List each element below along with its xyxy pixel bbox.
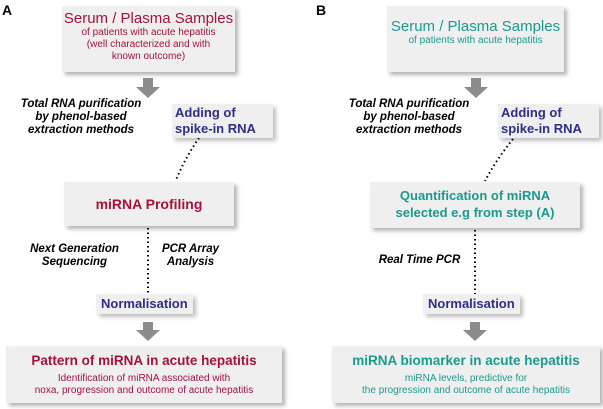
panel-b-result-sub2: the progression and outcome of acute hep… — [362, 385, 570, 396]
arrow-a-samples — [136, 78, 160, 98]
panel-a-normalisation-box: Normalisation — [96, 294, 193, 314]
panel-b-extraction-line3: extraction methods — [355, 124, 463, 136]
panel-b-result-sub1: miRNA levels, predictive for — [404, 373, 528, 384]
panel-a-samples-sub1: of patients with acute hepatitis — [81, 27, 216, 38]
panel-b-result-box: miRNA biomarker in acute hepatitis miRNA… — [332, 346, 600, 403]
panel-b-spike-line1: Adding of — [501, 105, 562, 120]
dotted-line-b-spike — [484, 138, 514, 182]
panel-b-extraction-text: Total RNA purification by phenol-based e… — [330, 98, 488, 137]
panel-a-spike-line1: Adding of — [175, 105, 236, 120]
panel-a-pcr-line1: PCR Array — [161, 243, 220, 255]
panel-a-label: A — [2, 2, 13, 18]
panel-b-normalisation-box: Normalisation — [423, 294, 520, 314]
panel-a-ngs-line1: Next Generation — [30, 243, 119, 255]
panel-b-quant-line1: Quantification of miRNA — [399, 188, 551, 203]
panel-b-label: B — [316, 2, 327, 18]
panel-a-extraction-line1: Total RNA purification — [20, 98, 142, 110]
panel-b-samples-title: Serum / Plasma Samples — [390, 18, 561, 35]
panel-a-extraction-line2: by phenol-based — [35, 111, 127, 123]
panel-b-result-title: miRNA biomarker in acute hepatitis — [352, 353, 580, 368]
panel-a-ngs-line2: Sequencing — [41, 256, 108, 268]
panel-b-extraction-line1: Total RNA purification — [348, 98, 470, 110]
panel-a-pcr-line2: Analysis — [166, 256, 215, 268]
panel-a-spike-box: Adding of spike-in RNA — [172, 104, 273, 138]
panel-b-spike-line2: spike-in RNA — [501, 121, 582, 136]
panel-a-pcr-text: PCR Array Analysis — [153, 243, 228, 269]
panel-a-samples-box: Serum / Plasma Samples of patients with … — [62, 6, 235, 72]
panel-a-spike-line2: spike-in RNA — [175, 121, 256, 136]
panel-a-profiling-box: miRNA Profiling — [64, 182, 234, 226]
panel-a-result-box: Pattern of miRNA in acute hepatitis Iden… — [6, 346, 282, 403]
panel-b-samples-box: Serum / Plasma Samples of patients with … — [387, 6, 564, 72]
panel-b-samples-sub1: of patients with acute hepatitis — [408, 35, 543, 46]
panel-a-ngs-text: Next Generation Sequencing — [22, 243, 127, 269]
panel-b-rtpcr-text: Real Time PCR — [378, 254, 461, 266]
panel-a-result-sub1: Identification of miRNA associated with — [57, 373, 231, 384]
panel-b-quant-line2: selected e.g from step (A) — [395, 205, 555, 220]
panel-a-extraction-line3: extraction methods — [27, 124, 135, 136]
panel-a-samples-sub2: (well characterized and with — [86, 39, 211, 50]
panel-b-quant-box: Quantification of miRNA selected e.g fro… — [370, 182, 580, 228]
panel-a-extraction-text: Total RNA purification by phenol-based e… — [2, 98, 160, 137]
panel-a-samples-sub3: known outcome) — [111, 51, 186, 62]
dotted-line-a-spike — [175, 137, 200, 181]
panel-a-result-title: Pattern of miRNA in acute hepatitis — [31, 353, 257, 368]
arrow-b-normalisation — [463, 322, 487, 341]
panel-b-extraction-line2: by phenol-based — [363, 111, 455, 123]
panel-a-result-sub2: noxa, progression and outcome of acute h… — [34, 385, 254, 396]
arrow-b-samples — [464, 78, 488, 98]
arrow-a-normalisation — [136, 322, 160, 341]
panel-b-spike-box: Adding of spike-in RNA — [498, 104, 599, 138]
panel-a-samples-title: Serum / Plasma Samples — [63, 10, 234, 27]
